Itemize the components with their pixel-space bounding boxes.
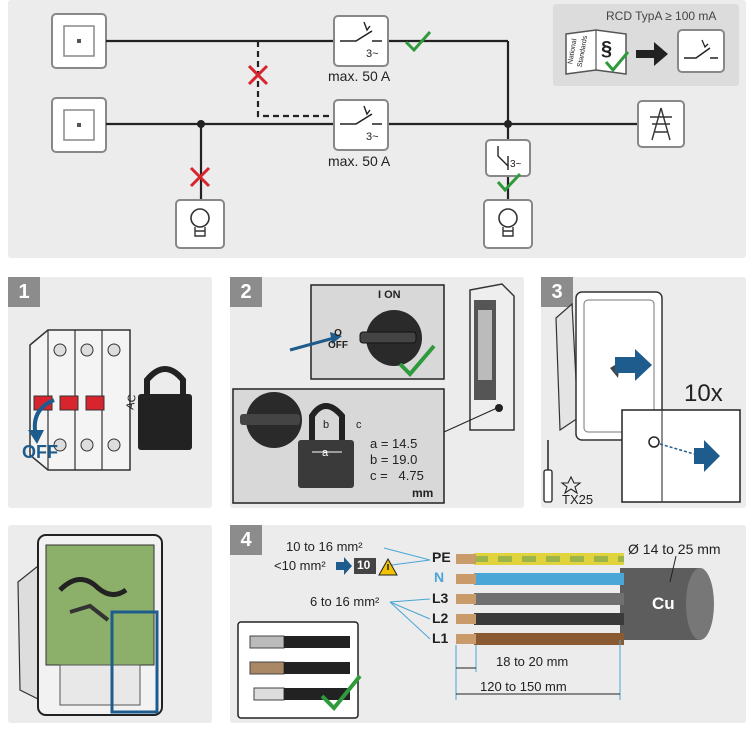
wire-l3 — [456, 593, 624, 605]
lightbulb-right-icon — [483, 199, 533, 249]
step-2-badge: 2 — [230, 277, 262, 307]
arrow-right-icon — [694, 440, 720, 472]
inverter-bottom-icon — [51, 97, 107, 153]
padlock-letter-a: a — [322, 447, 329, 459]
forbidden-cross-icon — [189, 166, 211, 188]
wire-n — [456, 573, 624, 585]
sheath-length: 120 to 150 mm — [480, 679, 567, 694]
strip-length: 18 to 20 mm — [496, 654, 569, 669]
rcd-breaker-icon — [485, 139, 531, 177]
curved-arrow-down-icon — [28, 398, 55, 444]
circuit-breaker-icon — [29, 329, 131, 471]
padlock-dim-b: b = 19.0 — [370, 452, 418, 467]
check-icon — [496, 172, 522, 193]
pe-cross-section: 10 to 16 mm² — [286, 539, 363, 554]
conductor-n: N — [434, 569, 445, 585]
forbidden-cross-icon — [247, 64, 269, 86]
padlock-letter-b: b — [323, 419, 330, 431]
step-3-badge: 3 — [541, 277, 573, 307]
arrow-right-icon — [636, 42, 668, 66]
breaker-right-rating: 3~ — [510, 159, 522, 170]
step-1-badge: 1 — [8, 277, 40, 307]
padlock-dimensions-icon — [240, 392, 354, 488]
arrow-right-icon — [289, 332, 342, 352]
small-cross-section: <10 mm² — [274, 558, 326, 573]
padlock-dim-a: a = 14.5 — [370, 436, 418, 451]
check-icon — [320, 674, 362, 711]
check-icon — [404, 31, 432, 53]
rcd-symbol-icon — [677, 29, 725, 73]
tool-label: TX25 — [562, 492, 594, 507]
arrow-right-icon — [615, 349, 652, 381]
phase-cross-section: 6 to 16 mm² — [310, 594, 380, 609]
grid-pylon-icon — [637, 100, 685, 148]
breaker-top-icon — [333, 15, 389, 67]
conductor-l1: L1 — [432, 630, 449, 646]
conductor-pe: PE — [432, 549, 451, 565]
padlock-dim-unit: mm — [412, 486, 434, 500]
overview-wiring-diagram — [51, 4, 739, 249]
lightbulb-left-icon — [175, 199, 225, 249]
wire-l2 — [456, 613, 624, 625]
conductor-l2: L2 — [432, 610, 449, 626]
wire-ferrule-icon — [249, 635, 350, 701]
breaker-top-label: max. 50 A — [328, 68, 391, 84]
breaker-bottom-rating: 3~ — [366, 131, 379, 143]
breaker-bottom-label: max. 50 A — [328, 153, 391, 169]
screw-icon — [648, 436, 660, 448]
conductor-l3: L3 — [432, 590, 449, 606]
breaker-bottom-icon — [333, 99, 389, 151]
switch-on-label: I ON — [378, 289, 401, 301]
inverter-open-icon — [17, 534, 163, 716]
screwdriver-icon — [543, 440, 553, 503]
national-standards-book-icon — [565, 29, 630, 75]
padlock-icon — [138, 366, 192, 450]
check-icon — [398, 344, 436, 377]
torx-icon — [560, 475, 582, 495]
book-section-symbol: § — [601, 38, 613, 60]
padlock-dim-c: c = 4.75 — [370, 468, 424, 483]
cable-diameter: Ø 14 to 25 mm — [628, 541, 721, 557]
warning-icon — [378, 557, 398, 576]
rcd-note: RCD TypA ≥ 100 mA — [606, 9, 717, 23]
breaker-top-rating: 3~ — [366, 48, 379, 60]
screw-count: 10x — [684, 380, 723, 407]
cable-material: Cu — [652, 594, 675, 613]
rotary-switch-icon — [359, 310, 422, 366]
wire-pe — [456, 553, 624, 565]
step-1-off-label: OFF — [22, 442, 58, 462]
inverter-side-icon — [469, 283, 515, 431]
arrow-right-icon — [336, 557, 352, 575]
padlock-letter-c: c — [356, 419, 362, 431]
step-4-badge: 4 — [230, 525, 262, 555]
small-cross-section-badge: 10 — [357, 558, 371, 572]
switch-off-label: O OFF — [328, 328, 348, 351]
wire-l1 — [456, 633, 624, 645]
cable-sheath — [620, 568, 714, 640]
